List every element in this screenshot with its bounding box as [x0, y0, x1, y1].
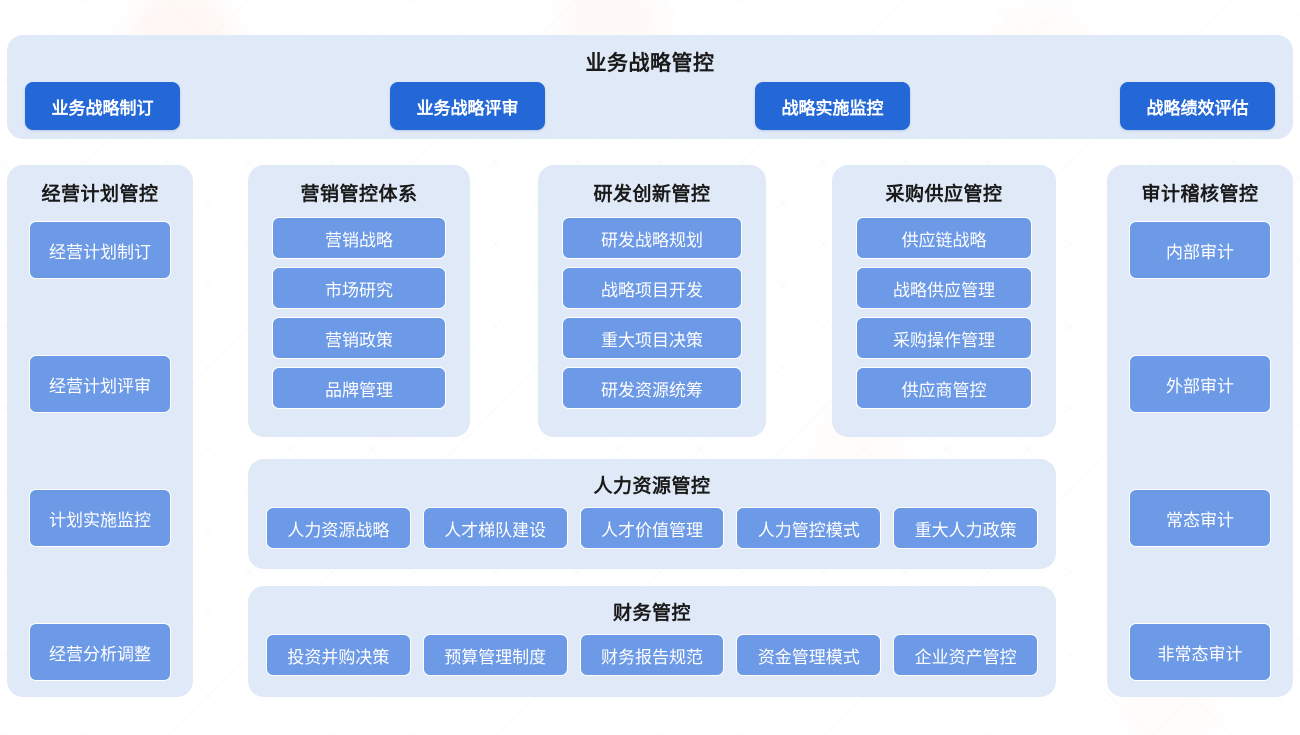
item-marketing-strategy[interactable]: 营销战略 — [272, 217, 446, 259]
item-marketing-policy[interactable]: 营销政策 — [272, 317, 446, 359]
banner-pill-strategy-performance-evaluation[interactable]: 战略绩效评估 — [1120, 82, 1275, 130]
banner-pill-row: 业务战略制订 业务战略评审 战略实施监控 战略绩效评估 — [25, 82, 1275, 130]
list-procurement-supply-control: 供应链战略 战略供应管理 采购操作管理 供应商管控 — [856, 217, 1032, 409]
item-routine-audit[interactable]: 常态审计 — [1129, 489, 1271, 547]
banner-pill-strategy-implementation-monitoring[interactable]: 战略实施监控 — [755, 82, 910, 130]
item-plan-review[interactable]: 经营计划评审 — [29, 355, 171, 413]
banner-title: 业务战略管控 — [585, 52, 715, 75]
card-title-human-resources-control: 人力资源管控 — [593, 476, 711, 497]
card-title-business-plan-control: 经营计划管控 — [41, 184, 159, 205]
list-human-resources-control: 人力资源战略 人才梯队建设 人才价值管理 人力管控模式 重大人力政策 — [266, 507, 1038, 549]
card-human-resources-control: 人力资源管控 人力资源战略 人才梯队建设 人才价值管理 人力管控模式 重大人力政… — [248, 459, 1056, 569]
item-internal-audit[interactable]: 内部审计 — [1129, 221, 1271, 279]
item-major-project-decision[interactable]: 重大项目决策 — [562, 317, 742, 359]
card-business-plan-control: 经营计划管控 经营计划制订 经营计划评审 计划实施监控 经营分析调整 — [7, 165, 193, 697]
item-non-routine-audit[interactable]: 非常态审计 — [1129, 623, 1271, 681]
banner-pill-strategy-review[interactable]: 业务战略评审 — [390, 82, 545, 130]
list-financial-control: 投资并购决策 预算管理制度 财务报告规范 资金管理模式 企业资产管控 — [266, 634, 1038, 676]
item-procurement-operation-management[interactable]: 采购操作管理 — [856, 317, 1032, 359]
card-title-financial-control: 财务管控 — [612, 603, 691, 624]
business-strategy-banner: 业务战略管控 业务战略制订 业务战略评审 战略实施监控 战略绩效评估 — [7, 35, 1293, 139]
item-financial-report-standard[interactable]: 财务报告规范 — [579, 634, 725, 676]
list-rd-innovation-control: 研发战略规划 战略项目开发 重大项目决策 研发资源统筹 — [562, 217, 742, 409]
item-supply-chain-strategy[interactable]: 供应链战略 — [856, 217, 1032, 259]
item-fund-management-mode[interactable]: 资金管理模式 — [736, 634, 882, 676]
item-supplier-control[interactable]: 供应商管控 — [856, 367, 1032, 409]
item-rd-resource-coordination[interactable]: 研发资源统筹 — [562, 367, 742, 409]
card-title-marketing-control-system: 营销管控体系 — [300, 184, 418, 205]
card-financial-control: 财务管控 投资并购决策 预算管理制度 财务报告规范 资金管理模式 企业资产管控 — [248, 586, 1056, 697]
list-marketing-control-system: 营销战略 市场研究 营销政策 品牌管理 — [272, 217, 446, 409]
card-title-procurement-supply-control: 采购供应管控 — [885, 184, 1003, 205]
card-marketing-control-system: 营销管控体系 营销战略 市场研究 营销政策 品牌管理 — [248, 165, 470, 437]
item-strategic-project-development[interactable]: 战略项目开发 — [562, 267, 742, 309]
card-audit-inspection-control: 审计稽核管控 内部审计 外部审计 常态审计 非常态审计 — [1107, 165, 1293, 697]
list-business-plan-control: 经营计划制订 经营计划评审 计划实施监控 经营分析调整 — [29, 221, 171, 681]
card-title-audit-inspection-control: 审计稽核管控 — [1141, 184, 1259, 205]
item-enterprise-asset-control[interactable]: 企业资产管控 — [893, 634, 1038, 676]
item-strategic-supply-management[interactable]: 战略供应管理 — [856, 267, 1032, 309]
item-plan-formulation[interactable]: 经营计划制订 — [29, 221, 171, 279]
item-brand-management[interactable]: 品牌管理 — [272, 367, 446, 409]
item-talent-pipeline-building[interactable]: 人才梯队建设 — [422, 507, 568, 549]
item-talent-value-management[interactable]: 人才价值管理 — [579, 507, 725, 549]
item-investment-ma-decision[interactable]: 投资并购决策 — [266, 634, 411, 676]
card-rd-innovation-control: 研发创新管控 研发战略规划 战略项目开发 重大项目决策 研发资源统筹 — [538, 165, 766, 437]
banner-pill-strategy-formulation[interactable]: 业务战略制订 — [25, 82, 180, 130]
list-audit-inspection-control: 内部审计 外部审计 常态审计 非常态审计 — [1129, 221, 1271, 681]
item-hr-control-mode[interactable]: 人力管控模式 — [736, 507, 882, 549]
item-plan-implementation-monitoring[interactable]: 计划实施监控 — [29, 489, 171, 547]
card-procurement-supply-control: 采购供应管控 供应链战略 战略供应管理 采购操作管理 供应商管控 — [832, 165, 1056, 437]
item-external-audit[interactable]: 外部审计 — [1129, 355, 1271, 413]
item-major-hr-policy[interactable]: 重大人力政策 — [893, 507, 1038, 549]
card-title-rd-innovation-control: 研发创新管控 — [593, 184, 711, 205]
item-budget-management-system[interactable]: 预算管理制度 — [422, 634, 568, 676]
item-market-research[interactable]: 市场研究 — [272, 267, 446, 309]
item-rd-strategy-planning[interactable]: 研发战略规划 — [562, 217, 742, 259]
item-operation-analysis-adjustment[interactable]: 经营分析调整 — [29, 623, 171, 681]
item-hr-strategy[interactable]: 人力资源战略 — [266, 507, 411, 549]
